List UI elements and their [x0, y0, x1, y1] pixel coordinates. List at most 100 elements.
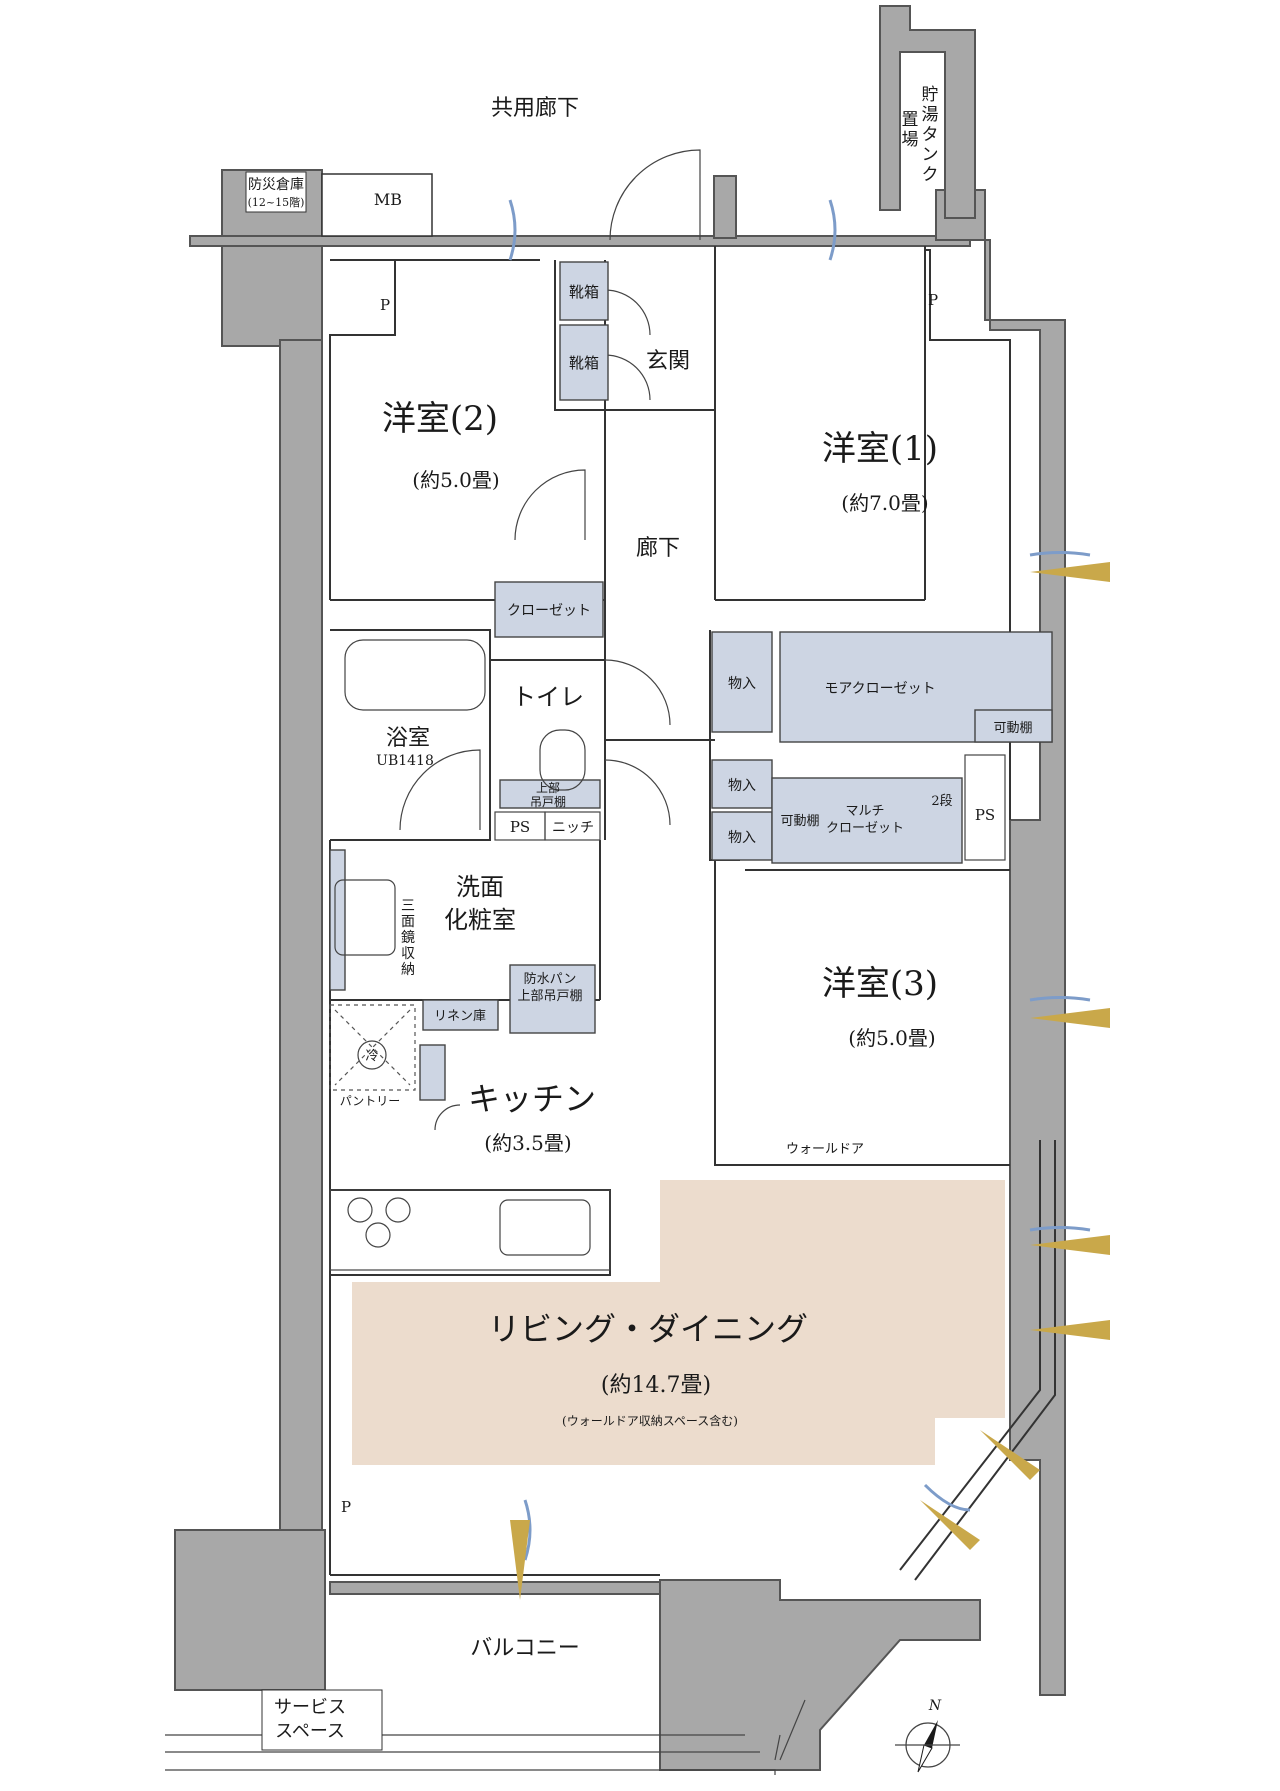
fridge-area: [329, 1004, 416, 1091]
label-niche: ニッチ: [552, 820, 594, 836]
label-service-space-1: サービス: [274, 1697, 346, 1718]
shoe-box-2: [559, 324, 609, 401]
storage-areas: [329, 261, 1053, 1101]
sink: [499, 1199, 591, 1256]
label-ps-2: PS: [975, 806, 995, 824]
label-room2-name: 洋室(2): [382, 399, 498, 439]
labels: 共用廊下 貯 湯 タ ン ク 置 場 防災倉庫 (12~15階) MB P P …: [245, 85, 1033, 1751]
svg-text:貯: 貯: [922, 85, 939, 105]
label-storage-1: 物入: [728, 676, 756, 692]
label-waterproof-pan-1: 防水パン: [524, 971, 577, 987]
toilet-upper-cabinet: [499, 779, 601, 809]
label-service-space-2: スペース: [275, 1721, 345, 1742]
storage-2: [711, 759, 773, 809]
label-more-closet: モアクローゼット: [824, 681, 935, 697]
walls: [174, 5, 1066, 1771]
label-hallway: 廊下: [636, 536, 680, 561]
label-two-tier: 2段: [931, 794, 952, 809]
svg-text:ク: ク: [922, 165, 939, 185]
svg-text:収: 収: [401, 946, 415, 962]
wind-light-marks: [508, 199, 1110, 1600]
label-washroom-2: 化粧室: [444, 906, 516, 934]
label-living-size: (約14.7畳): [601, 1373, 711, 1398]
label-hot-water-tank: 貯 湯 タ ン ク 置 場: [902, 85, 939, 185]
linen-storage: [422, 999, 499, 1031]
label-linen: リネン庫: [434, 1009, 486, 1024]
label-kitchen-size: (約3.5畳): [484, 1131, 571, 1155]
label-bath-model: UB1418: [376, 753, 434, 769]
label-ps-1: PS: [510, 818, 530, 836]
label-closet: クローゼット: [507, 603, 591, 619]
label-upper-cabinet-1: 上部: [536, 780, 560, 795]
waterproof-pan-shelf: [509, 964, 596, 1034]
label-room1-name: 洋室(1): [822, 429, 938, 469]
label-mb: MB: [374, 190, 402, 209]
label-toilet: トイレ: [512, 683, 584, 711]
svg-text:納: 納: [401, 962, 415, 978]
svg-text:鏡: 鏡: [401, 930, 415, 946]
label-north: N: [928, 1698, 942, 1714]
label-storage-3: 物入: [728, 830, 756, 846]
compass: [895, 1720, 960, 1773]
label-room3-size: (約5.0畳): [848, 1026, 935, 1050]
svg-text:ン: ン: [922, 145, 939, 165]
bathtub: [344, 639, 486, 711]
label-room3-name: 洋室(3): [822, 964, 938, 1004]
label-living-name: リビング・ダイニング: [488, 1310, 808, 1348]
svg-text:三: 三: [401, 898, 415, 914]
wall-left-column: [279, 339, 323, 1701]
stove-burner-3: [365, 1222, 391, 1248]
storage-3: [711, 811, 773, 861]
label-living-note: (ウォールドア収納スペース含む): [562, 1413, 738, 1428]
stove-burner-1: [347, 1197, 373, 1223]
label-shoe-box-2: 靴箱: [569, 354, 599, 372]
fridge-symbol: [357, 1040, 387, 1070]
doors: [399, 149, 701, 1131]
label-kitchen-name: キッチン: [468, 1080, 596, 1118]
closet-room2: [494, 581, 604, 638]
label-storage-2: 物入: [728, 778, 756, 794]
label-corridor-common: 共用廊下: [491, 96, 579, 121]
toilet-bowl: [539, 729, 586, 791]
label-room2-size: (約5.0畳): [412, 468, 499, 492]
label-disaster-storage: 防災倉庫: [248, 176, 304, 193]
label-walk-door: ウォールドア: [786, 1142, 864, 1157]
svg-text:場: 場: [902, 130, 919, 150]
label-p-2: P: [928, 291, 938, 309]
stove-burner-2: [385, 1197, 411, 1223]
niche-box: [544, 811, 601, 841]
svg-text:面: 面: [401, 914, 415, 930]
label-entrance: 玄関: [646, 349, 690, 374]
label-p-1: P: [380, 296, 390, 314]
label-waterproof-pan-2: 上部吊戸棚: [517, 989, 582, 1004]
kitchen-counter: [329, 1189, 611, 1271]
label-bath: 浴室: [386, 726, 430, 751]
label-fridge: 冷: [365, 1049, 378, 1064]
wall-bottom-strip: [329, 1581, 661, 1595]
label-p-3: P: [341, 1498, 351, 1516]
wall-bottom-left-column: [174, 1529, 326, 1691]
ps-box-2: [964, 754, 1006, 861]
label-shoe-box-1: 靴箱: [569, 283, 599, 301]
shoe-box-1: [559, 261, 609, 321]
label-upper-cabinet-2: 吊戸棚: [530, 794, 566, 809]
svg-text:湯: 湯: [922, 105, 939, 125]
multi-closet: [771, 777, 963, 864]
label-movable-shelf-2: 可動棚: [780, 814, 819, 829]
label-balcony: バルコニー: [470, 1636, 580, 1661]
svg-text:置: 置: [902, 110, 919, 130]
wall-entrance-pillar: [713, 175, 737, 239]
label-room1-size: (約7.0畳): [841, 491, 928, 515]
wall-top-right-tank: [879, 5, 976, 219]
triple-mirror-storage: [329, 849, 346, 991]
living-dining-area: [352, 1180, 1005, 1465]
label-multi-closet-2: クローゼット: [826, 821, 904, 836]
storage-1: [711, 631, 773, 733]
label-movable-shelf-1: 可動棚: [993, 721, 1032, 736]
label-triple-mirror: 三 面 鏡 収 納: [401, 898, 415, 978]
wall-right-column: [935, 189, 1066, 1696]
washbasin: [334, 879, 396, 956]
svg-text:タ: タ: [922, 125, 939, 145]
fixtures: [329, 639, 1006, 1271]
